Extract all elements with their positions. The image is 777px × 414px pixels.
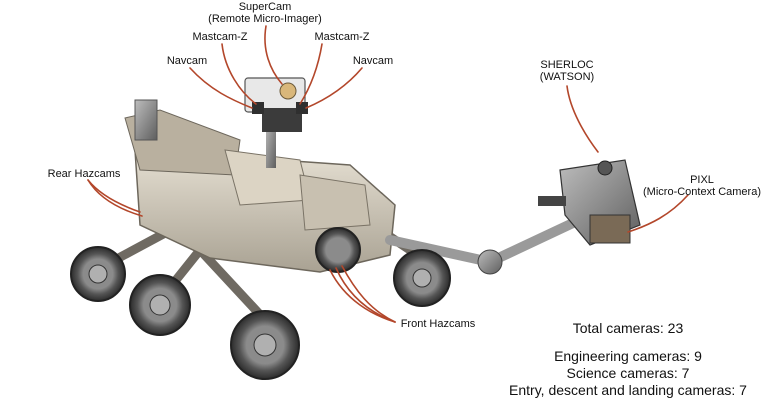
remote-sensing-mast [244,77,308,168]
stat-science-cameras: Science cameras: 7 [566,365,690,381]
leader-sherloc [566,85,599,153]
leader-rear-hazcams-1 [87,179,141,213]
stat-edl-cameras: Entry, descent and landing cameras: 7 [509,382,747,398]
wheel-front-left [230,310,300,380]
robotic-arm [385,159,641,275]
label-front-hazcams: Front Hazcams [400,318,476,330]
label-supercam: SuperCam (Remote Micro-Imager) [198,1,332,25]
leader-front-hazcams-1 [341,265,396,323]
label-sherloc: SHERLOC (WATSON) [527,59,607,83]
label-supercam-line2: (Remote Micro-Imager) [208,13,322,25]
stat-engineering-cameras: Engineering cameras: 9 [554,348,702,364]
leader-mastcam-left [221,43,257,105]
wheel-middle-left [129,274,191,336]
label-sherloc-line2: (WATSON) [539,71,595,83]
leader-front-hazcams-2 [335,267,396,323]
label-mastcam-z-left: Mastcam-Z [192,31,248,43]
leader-navcam-right [305,67,363,109]
leader-front-hazcams-3 [329,269,396,323]
leader-mastcam-right [299,43,323,105]
label-navcam-left: Navcam [166,55,208,67]
label-pixl-line1: PIXL [690,174,714,186]
leader-supercam [264,25,283,85]
wheel-front-right [393,249,451,307]
leader-navcam-left [189,67,253,109]
label-pixl: PIXL (Micro-Context Camera) [632,174,772,198]
label-rear-hazcams: Rear Hazcams [47,168,121,180]
stat-total-cameras: Total cameras: 23 [572,320,684,336]
stats-breakdown: Engineering cameras: 9 Science cameras: … [480,348,776,399]
wheel-rear-left [70,246,126,302]
label-pixl-line2: (Micro-Context Camera) [643,186,761,198]
label-sherloc-line1: SHERLOC [540,59,594,71]
wheels [70,227,451,380]
leader-pixl [627,194,689,233]
label-mastcam-z-right: Mastcam-Z [314,31,370,43]
label-navcam-right: Navcam [352,55,394,67]
label-supercam-line1: SuperCam [238,1,292,13]
leader-rear-hazcams-2 [87,179,143,217]
wheel-right-middle [315,227,361,273]
leader-lines [87,25,689,323]
